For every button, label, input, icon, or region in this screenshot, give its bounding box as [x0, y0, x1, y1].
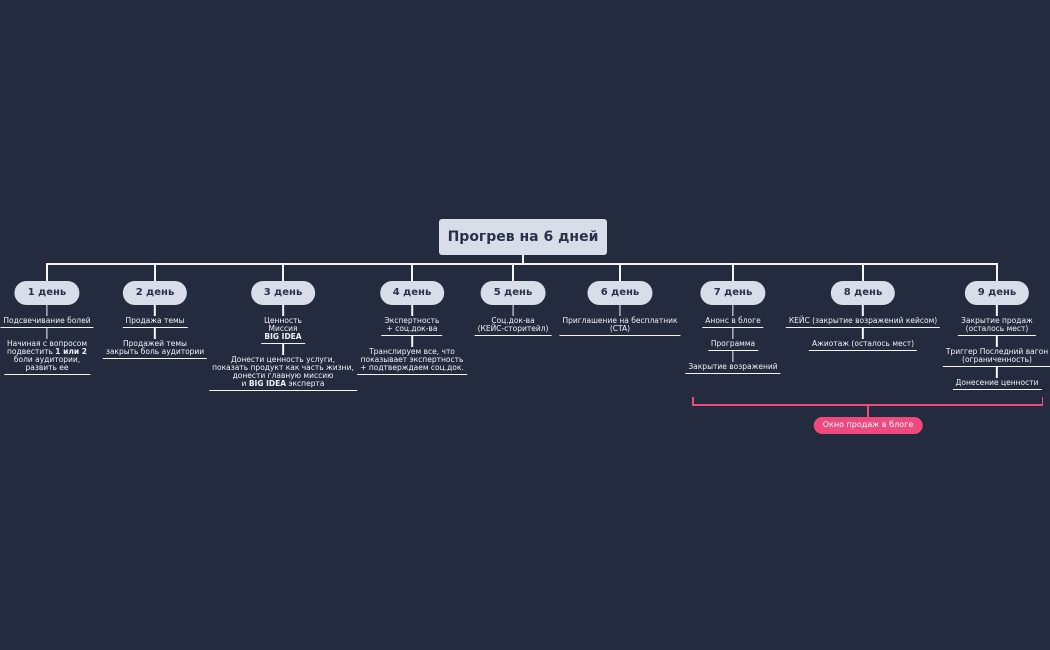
day-node-2[interactable]: 2 день: [122, 281, 188, 305]
branch-stub: [512, 305, 514, 316]
day-node-8[interactable]: 8 день: [830, 281, 896, 305]
connector-day-stub-2: [154, 263, 156, 281]
branch-stub: [996, 305, 998, 316]
bracket-tick-left: [692, 397, 694, 404]
branch-stub: [732, 305, 734, 316]
branch-stub: [996, 367, 998, 378]
connector-day-stub-8: [862, 263, 864, 281]
topic-label-day8-2[interactable]: Ажиотаж (осталось мест): [808, 339, 918, 351]
topic-label-day1-1[interactable]: Подсвечивание болей: [0, 316, 94, 328]
connector-day-stub-9: [996, 263, 998, 281]
connector-root-stub: [522, 255, 524, 263]
branch-stub: [862, 328, 864, 339]
day-node-7[interactable]: 7 день: [700, 281, 766, 305]
branch-stub: [411, 336, 413, 347]
day-node-5[interactable]: 5 день: [480, 281, 546, 305]
connector-day-stub-7: [732, 263, 734, 281]
branch-stub: [282, 344, 284, 355]
branch-stub: [46, 305, 48, 316]
day-node-6[interactable]: 6 день: [587, 281, 653, 305]
root-node[interactable]: Прогрев на 6 дней: [439, 219, 607, 255]
topic-label-day7-1[interactable]: Анонс в блоге: [702, 316, 764, 328]
branch-stub: [282, 305, 284, 316]
day-node-3[interactable]: 3 день: [250, 281, 316, 305]
topic-label-day9-3[interactable]: Донесение ценности: [952, 378, 1042, 390]
topic-label-day3-2[interactable]: Донести ценность услуги,показать продукт…: [209, 355, 357, 391]
topic-label-day5-1[interactable]: Соц.док-ва(КЕЙС-сторитейл): [474, 316, 552, 336]
branch-stub: [411, 305, 413, 316]
connector-day-stub-6: [619, 263, 621, 281]
topic-label-day6-1[interactable]: Приглашение на бесплатник(CTA): [559, 316, 681, 336]
connector-day-stub-3: [282, 263, 284, 281]
day-node-9[interactable]: 9 день: [964, 281, 1030, 305]
topic-label-day7-2[interactable]: Программа: [707, 339, 759, 351]
day-node-4[interactable]: 4 день: [379, 281, 445, 305]
topic-label-day9-1[interactable]: Закрытие продаж(осталось мест): [958, 316, 1036, 336]
connector-day-stub-4: [411, 263, 413, 281]
branch-stub: [862, 305, 864, 316]
branch-stub: [154, 305, 156, 316]
branch-stub: [996, 336, 998, 347]
branch-stub: [619, 305, 621, 316]
connector-day-stub-5: [512, 263, 514, 281]
connector-day-stub-1: [46, 263, 48, 281]
branch-stub: [732, 351, 734, 362]
day-node-1[interactable]: 1 день: [14, 281, 80, 305]
topic-label-day7-3[interactable]: Закрытие возражений: [685, 362, 781, 374]
topic-label-day4-1[interactable]: Экспертность+ соц.док-ва: [381, 316, 443, 336]
topic-label-day9-2[interactable]: Триггер Последний вагон(ограниченность): [942, 347, 1050, 367]
connector-main-hline: [47, 263, 997, 265]
branch-stub: [154, 328, 156, 339]
bracket-center-stub: [867, 404, 869, 417]
branch-stub: [46, 328, 48, 339]
bracket-tick-right: [1041, 397, 1043, 404]
sales-window-badge[interactable]: Окно продаж в блоге: [813, 417, 923, 434]
branch-stub: [732, 328, 734, 339]
topic-label-day2-1[interactable]: Продажа темы: [122, 316, 188, 328]
topic-label-day8-1[interactable]: КЕЙС (закрытие возражений кейсом): [785, 316, 941, 328]
